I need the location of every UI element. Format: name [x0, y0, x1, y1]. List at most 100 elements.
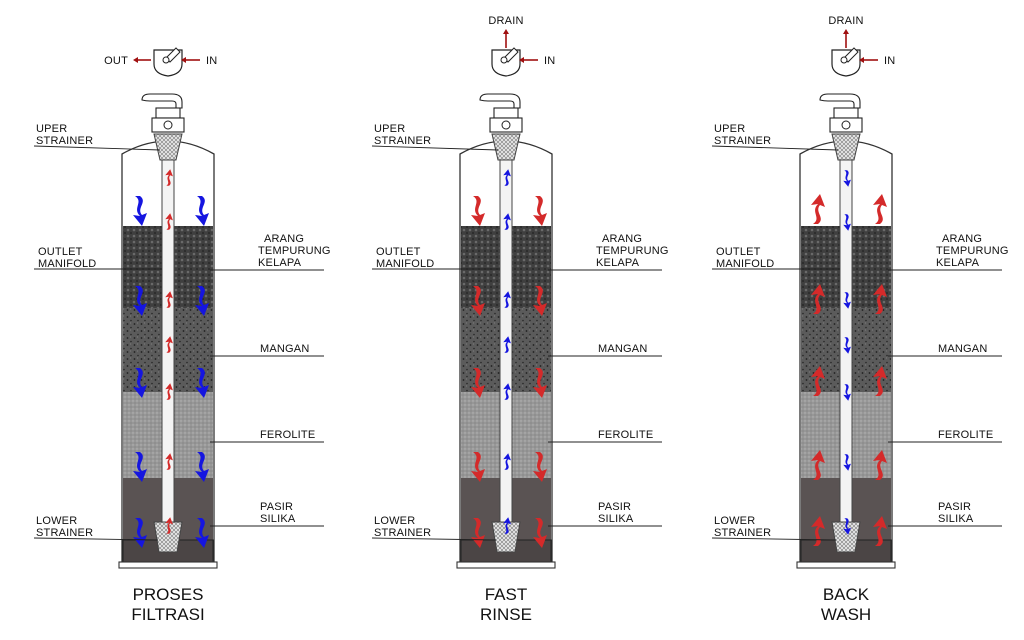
- upper-strainer-label: UPER: [374, 123, 405, 135]
- upper-strainer: [153, 133, 183, 161]
- layer-label-carbon: KELAPA: [258, 257, 302, 269]
- arrow-down-icon: [533, 518, 547, 548]
- tank-foot: [118, 561, 218, 569]
- arrow-up-icon: [503, 213, 511, 230]
- valve-out-label: OUT: [104, 55, 128, 67]
- layer-label-manganese: MANGAN: [938, 343, 987, 355]
- outlet-manifold-label: MANIFOLD: [38, 258, 96, 270]
- layer-label-silica: SILIKA: [938, 513, 974, 525]
- arrow-up-icon: [503, 517, 511, 534]
- lower-strainer: [153, 521, 183, 553]
- arrow-down-icon: [471, 368, 485, 398]
- panel-back-wash: INDRAINUPERSTRAINEROUTLETMANIFOLDLOWERST…: [711, 15, 1009, 624]
- upper-strainer-label: STRAINER: [714, 135, 771, 147]
- arrow-down-icon: [843, 454, 851, 471]
- arrow-up-icon: [873, 194, 887, 224]
- mode-caption: FAST: [485, 585, 528, 604]
- lower-strainer-label: LOWER: [714, 515, 755, 527]
- outlet-manifold-label: MANIFOLD: [716, 258, 774, 270]
- valve-in-label: IN: [206, 55, 217, 67]
- arrow-up-icon: [873, 516, 887, 546]
- upper-strainer-label: STRAINER: [374, 135, 431, 147]
- arrow-up-icon: [165, 336, 173, 353]
- arrow-down-icon: [133, 196, 147, 226]
- layer-label-silica: PASIR: [938, 501, 971, 513]
- leader-line: [33, 145, 161, 151]
- arrow-up-icon: [503, 383, 511, 400]
- arrow-up-icon: [811, 194, 825, 224]
- valve-head: [831, 29, 878, 77]
- leader-line: [711, 537, 837, 541]
- valve-handle-icon: [500, 47, 519, 64]
- arrow-up-icon: [811, 284, 825, 314]
- arrow-up-icon: [811, 516, 825, 546]
- arrow-down-icon: [471, 452, 485, 482]
- arrow-down-icon: [195, 368, 209, 398]
- arrow-up-icon: [873, 284, 887, 314]
- valve-handle-icon: [162, 47, 181, 64]
- layer-label-silica: PASIR: [260, 501, 293, 513]
- tank-foot: [456, 561, 556, 569]
- arrow-up-icon: [165, 213, 173, 230]
- arrow-down-icon: [471, 196, 485, 226]
- layer-label-manganese: MANGAN: [260, 343, 309, 355]
- arrow-up-icon: [165, 383, 173, 400]
- arrow-up-icon: [165, 453, 173, 470]
- layer-label-carbon: TEMPURUNG: [596, 245, 669, 257]
- arrow-down-icon: [843, 214, 851, 231]
- arrow-up-icon: [811, 450, 825, 480]
- layer-label-carbon: KELAPA: [596, 257, 640, 269]
- leader-line: [711, 145, 839, 151]
- arrow-up-icon: [811, 366, 825, 396]
- arrow-down-icon: [843, 518, 851, 535]
- outlet-elbow: [479, 93, 521, 109]
- layer-label-carbon: TEMPURUNG: [258, 245, 331, 257]
- layer-label-silica: SILIKA: [260, 513, 296, 525]
- valve-drain-label: DRAIN: [828, 15, 863, 27]
- arrow-down-icon: [533, 452, 547, 482]
- outlet-manifold-label: OUTLET: [376, 246, 421, 258]
- lower-strainer-label: STRAINER: [714, 527, 771, 539]
- arrow-down-icon: [533, 368, 547, 398]
- layer-label-ferolite: FEROLITE: [598, 429, 653, 441]
- leader-line: [371, 145, 499, 151]
- arrow-down-icon: [195, 196, 209, 226]
- layer-label-carbon: ARANG: [264, 233, 304, 245]
- valve-in-label: IN: [544, 55, 555, 67]
- arrow-down-icon: [533, 286, 547, 316]
- valve-neck: [833, 107, 859, 119]
- outlet-manifold-label: OUTLET: [38, 246, 83, 258]
- valve-head: [491, 29, 538, 77]
- arrow-up-icon: [503, 291, 511, 308]
- mode-caption: RINSE: [480, 605, 532, 624]
- arrow-down-icon: [195, 452, 209, 482]
- mode-caption: PROSES: [133, 585, 204, 604]
- layer-label-carbon: ARANG: [602, 233, 642, 245]
- layer-label-carbon: ARANG: [942, 233, 982, 245]
- valve-in-label: IN: [884, 55, 895, 67]
- arrow-up-icon: [165, 169, 173, 186]
- leader-line: [33, 537, 159, 541]
- layer-label-manganese: MANGAN: [598, 343, 647, 355]
- arrow-down-icon: [195, 286, 209, 316]
- arrow-down-icon: [843, 292, 851, 309]
- layer-label-silica: PASIR: [598, 501, 631, 513]
- arrow-down-icon: [133, 286, 147, 316]
- arrow-up-icon: [873, 366, 887, 396]
- valve-drain-label: DRAIN: [488, 15, 523, 27]
- outlet-elbow: [141, 93, 183, 109]
- lower-strainer-label: STRAINER: [36, 527, 93, 539]
- upper-strainer: [831, 133, 861, 161]
- leader-line: [371, 537, 497, 541]
- arrow-down-icon: [843, 170, 851, 187]
- upper-strainer: [491, 133, 521, 161]
- arrow-down-icon: [133, 518, 147, 548]
- panel-filtration: INOUTUPERSTRAINEROUTLETMANIFOLDLOWERSTRA…: [33, 47, 331, 624]
- lower-strainer: [491, 521, 521, 553]
- panel-fast-rinse: INDRAINUPERSTRAINEROUTLETMANIFOLDLOWERST…: [371, 15, 669, 624]
- arrow-down-icon: [195, 518, 209, 548]
- arrow-up-icon: [873, 450, 887, 480]
- arrow-up-icon: [165, 291, 173, 308]
- layer-label-carbon: TEMPURUNG: [936, 245, 1009, 257]
